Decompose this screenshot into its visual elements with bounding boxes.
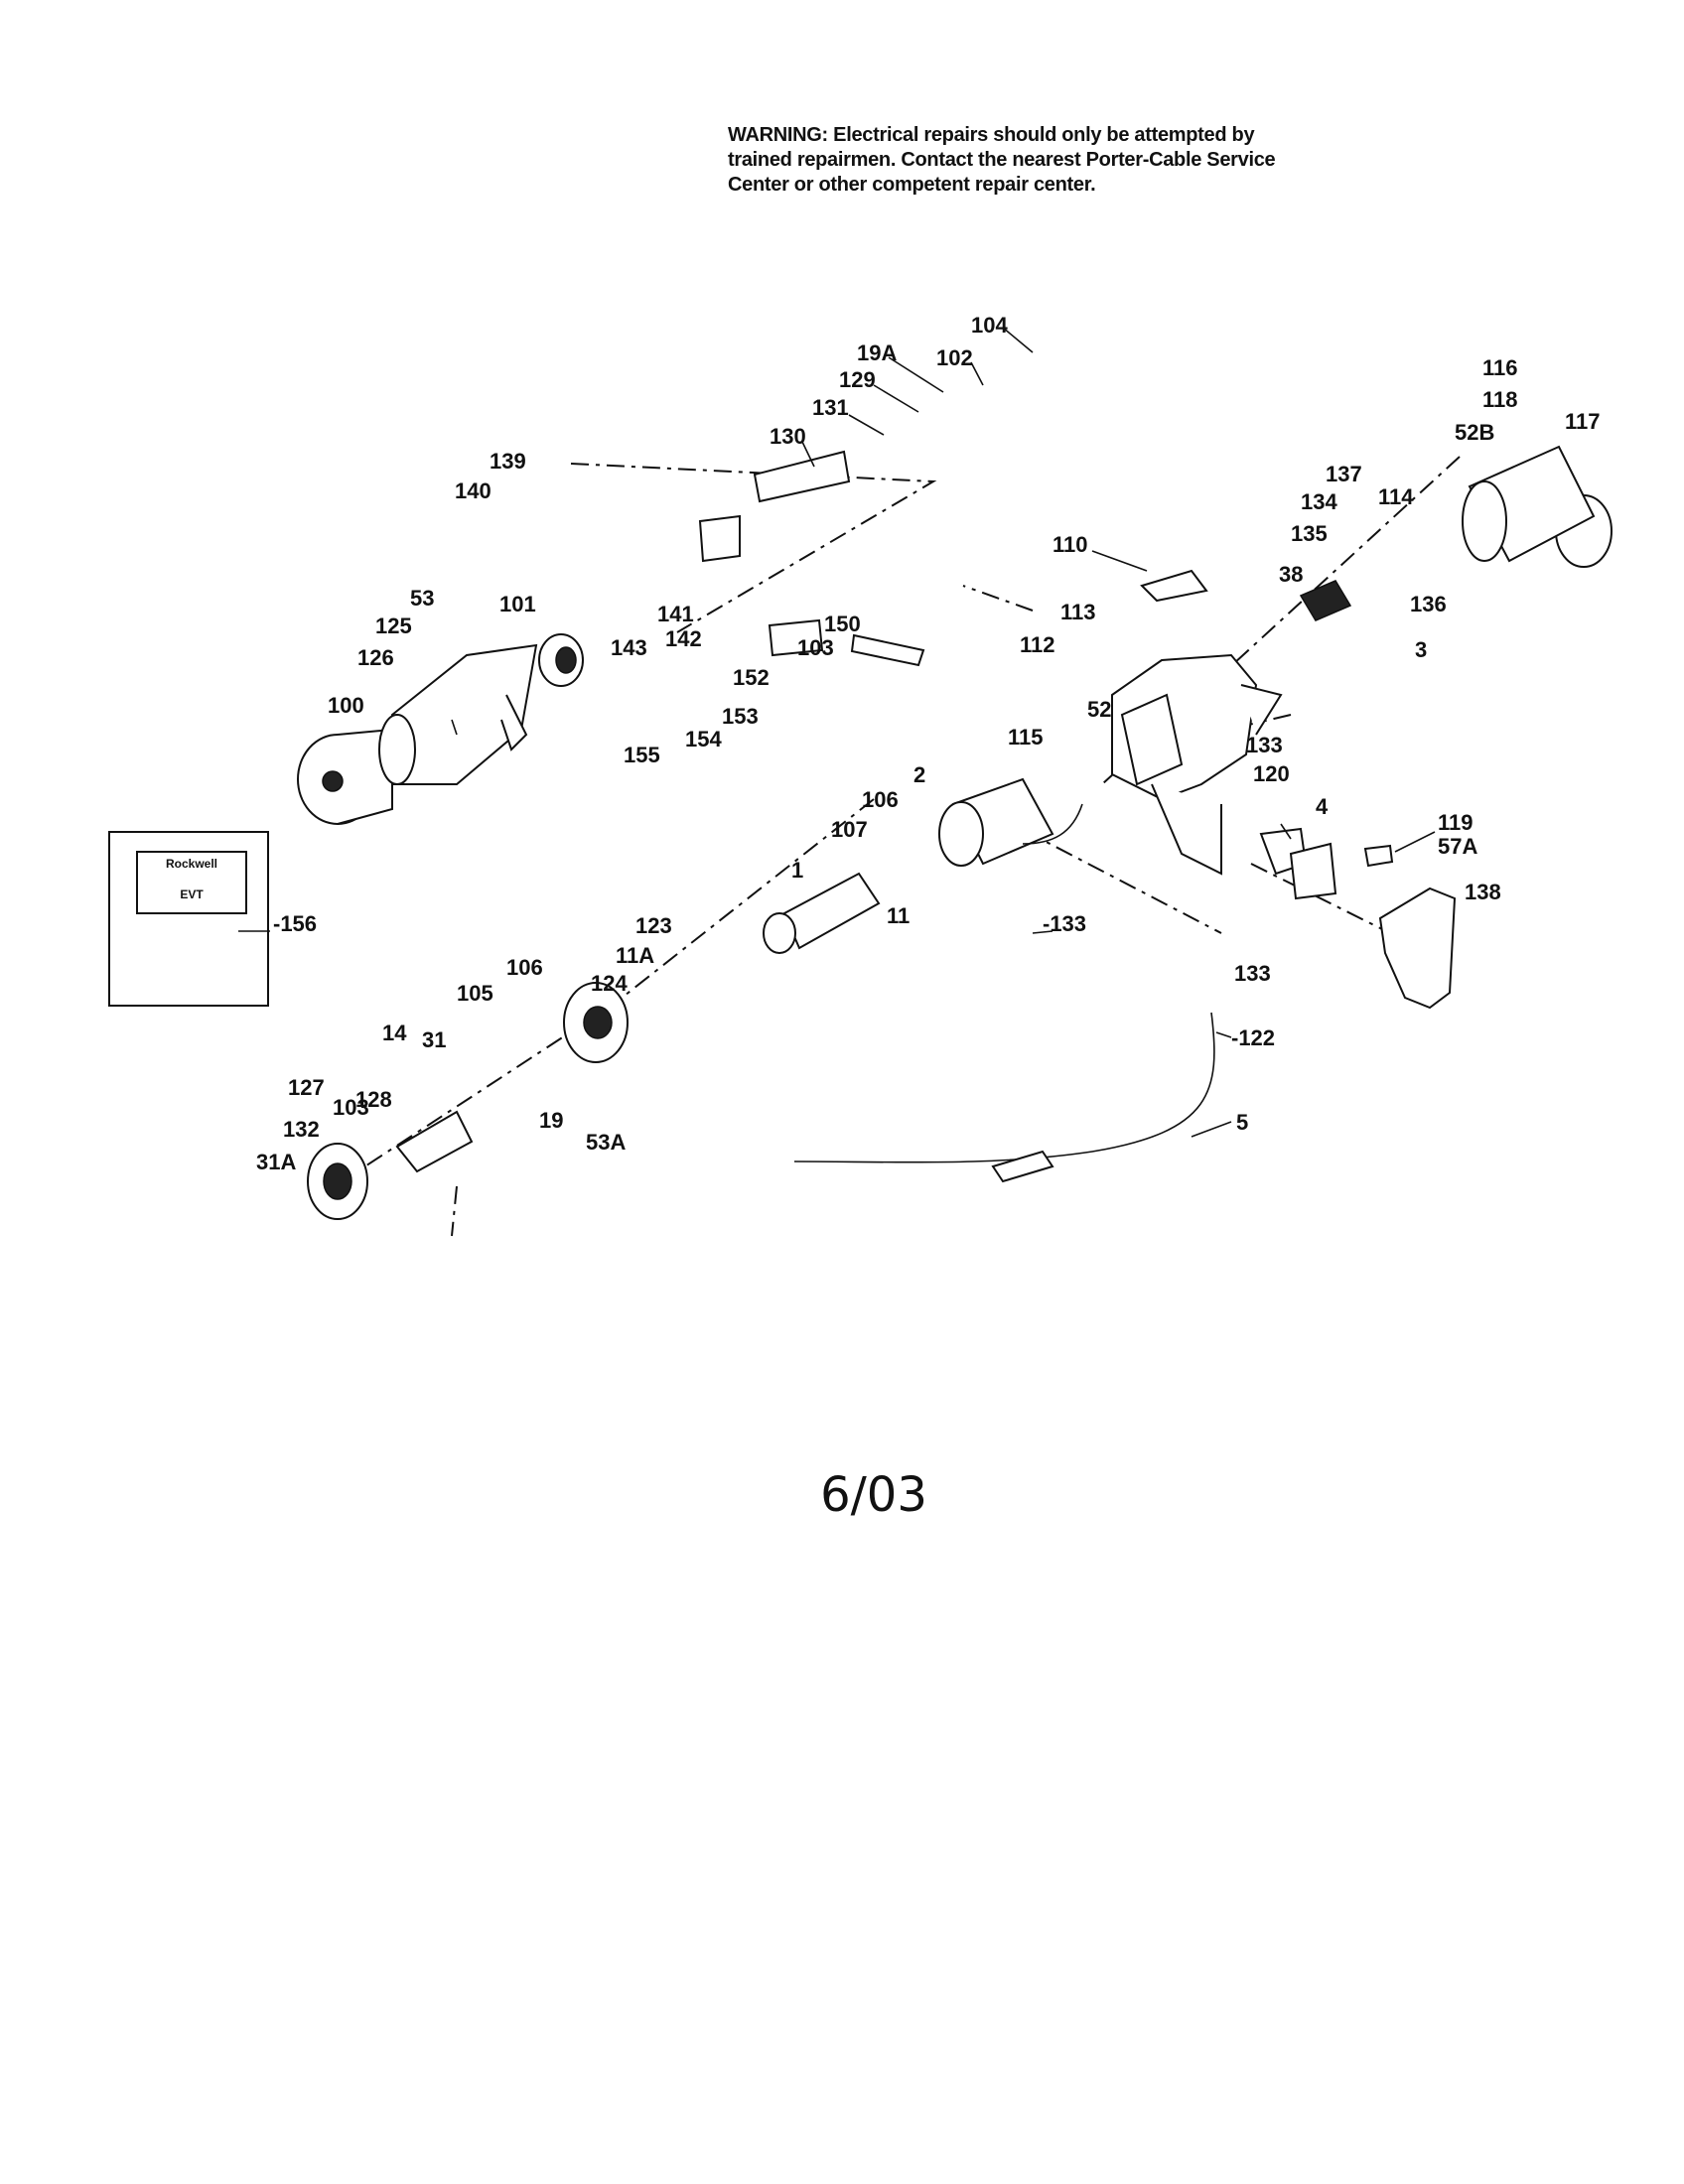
switch-part bbox=[1259, 827, 1394, 900]
spindle-gear-part bbox=[307, 1110, 474, 1220]
bearing-part bbox=[538, 633, 584, 687]
callout-label: 134 bbox=[1301, 489, 1337, 514]
callout-label: 52 bbox=[1087, 697, 1111, 722]
callout-label: 119 bbox=[1438, 810, 1474, 835]
callout-label: 143 bbox=[611, 635, 647, 660]
electrical-warning-note: WARNING: Electrical repairs should only … bbox=[728, 123, 1383, 198]
brush-holder-part bbox=[1299, 580, 1352, 621]
callout-label: 120 bbox=[1253, 761, 1290, 786]
callout-label: 133 bbox=[1234, 961, 1271, 986]
callout-label: 52B bbox=[1455, 420, 1494, 445]
callout-label: 126 bbox=[357, 645, 394, 670]
callout-label: 128 bbox=[355, 1087, 392, 1112]
callout-label: 127 bbox=[288, 1075, 325, 1100]
callout-label: 103 bbox=[333, 1095, 369, 1120]
callout-label: 31A bbox=[256, 1150, 296, 1174]
armature-part bbox=[763, 872, 881, 954]
callout-label: -156 bbox=[273, 911, 317, 936]
callout-label: 19A bbox=[857, 341, 897, 365]
end-cap-part bbox=[1462, 445, 1613, 568]
instruction-manual-part: Rockwell EVT bbox=[108, 831, 269, 1007]
manual-brand-text: Rockwell bbox=[166, 857, 217, 871]
motor-housing-part bbox=[1111, 653, 1283, 876]
callout-label: 38 bbox=[1279, 562, 1303, 587]
callout-label: 137 bbox=[1326, 462, 1362, 486]
callout-label: 115 bbox=[1008, 725, 1044, 750]
callout-label: 139 bbox=[490, 449, 526, 474]
callout-label: 107 bbox=[831, 817, 868, 842]
callout-label: 131 bbox=[812, 395, 849, 420]
callout-label: 152 bbox=[733, 665, 770, 690]
callout-label: 19 bbox=[539, 1108, 563, 1133]
callout-label: 100 bbox=[328, 693, 364, 718]
warning-line-2: trained repairmen. Contact the nearest P… bbox=[728, 149, 1276, 171]
callout-label: 53A bbox=[586, 1130, 626, 1155]
callout-label: 135 bbox=[1291, 521, 1328, 546]
baffle-part bbox=[1140, 569, 1208, 603]
callout-label: 141 bbox=[657, 602, 694, 626]
callout-label: 113 bbox=[1060, 600, 1096, 624]
callout-leader-lines bbox=[238, 327, 1436, 1138]
warning-line-3: Center or other competent repair center. bbox=[728, 174, 1096, 196]
intermediate-gear-part bbox=[698, 450, 925, 667]
callout-label: 102 bbox=[936, 345, 973, 370]
callout-label: 140 bbox=[455, 478, 491, 503]
callout-label: 123 bbox=[635, 913, 672, 938]
manual-model-text: EVT bbox=[180, 887, 204, 901]
callout-label: 4 bbox=[1316, 794, 1329, 819]
callout-label: 129 bbox=[839, 367, 876, 392]
callout-label: 155 bbox=[624, 743, 660, 767]
callout-label: 116 bbox=[1482, 355, 1518, 380]
callout-label: 2 bbox=[913, 762, 925, 787]
warning-line-1: WARNING: Electrical repairs should only … bbox=[728, 124, 1255, 146]
callout-label: 3 bbox=[1415, 637, 1427, 662]
callout-label: 110 bbox=[1052, 532, 1088, 557]
callout-label: 11A bbox=[616, 943, 654, 968]
callout-label: 57A bbox=[1438, 834, 1477, 859]
callout-label: 104 bbox=[971, 313, 1008, 338]
callout-label: -122 bbox=[1231, 1025, 1275, 1050]
chuck-part bbox=[297, 728, 393, 825]
callout-label: 53 bbox=[410, 586, 434, 611]
callout-label: 154 bbox=[685, 727, 722, 751]
field-part bbox=[938, 777, 1083, 867]
callout-label: 124 bbox=[591, 971, 628, 996]
callout-label: 101 bbox=[499, 592, 536, 616]
callout-label: 106 bbox=[862, 787, 899, 812]
callout-label: 138 bbox=[1465, 880, 1501, 904]
callout-label: 132 bbox=[283, 1117, 320, 1142]
callout-label: 125 bbox=[375, 614, 412, 638]
callout-labels: 104 19A 102 129 131 130 139 140 141 142 … bbox=[256, 313, 1601, 1174]
callout-label: 1 bbox=[791, 858, 803, 883]
callout-label: 31 bbox=[422, 1027, 446, 1052]
callout-label: 142 bbox=[665, 626, 702, 651]
callout-label: 5 bbox=[1236, 1110, 1248, 1135]
callout-label: 133 bbox=[1246, 733, 1283, 757]
callout-label: 153 bbox=[722, 704, 759, 729]
callout-label: 106 bbox=[506, 955, 543, 980]
handle-half-part bbox=[1378, 887, 1457, 1010]
date-code: 6/03 bbox=[820, 1467, 927, 1523]
gear-case-part bbox=[563, 982, 629, 1063]
callout-label: 117 bbox=[1565, 409, 1601, 434]
callout-label: -133 bbox=[1043, 911, 1086, 936]
callout-label: 112 bbox=[1020, 632, 1055, 657]
cord-part bbox=[793, 1012, 1215, 1183]
callout-label: 118 bbox=[1482, 387, 1518, 412]
callout-label: 150 bbox=[824, 612, 861, 636]
callout-label: 105 bbox=[457, 981, 493, 1006]
gear-housing-part bbox=[378, 643, 538, 785]
callout-label: 11 bbox=[887, 903, 910, 928]
callout-label: 130 bbox=[770, 424, 806, 449]
callout-label: 14 bbox=[382, 1021, 407, 1045]
callout-label: 103 bbox=[797, 635, 834, 660]
callout-label: 114 bbox=[1378, 484, 1414, 509]
callout-label: 136 bbox=[1410, 592, 1447, 616]
